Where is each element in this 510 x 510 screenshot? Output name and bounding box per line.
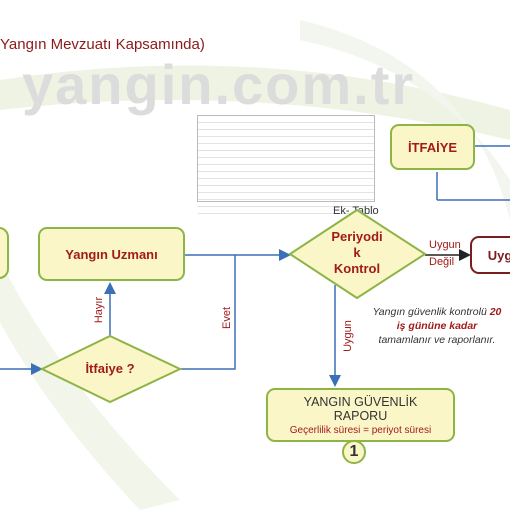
page-title: Yangın Mevzuatı Kapsamında) bbox=[0, 36, 205, 53]
note-bold: 20 iş gününe kadar bbox=[396, 306, 502, 332]
periyodik-label: Periyodi k Kontrol bbox=[312, 229, 402, 277]
yangin-guvenlik-raporu-box: YANGIN GÜVENLİK RAPORU Geçerlilik süresi… bbox=[266, 388, 455, 442]
periyodik-diamond bbox=[288, 208, 427, 300]
periyodik-line2: k bbox=[353, 245, 361, 260]
edge-label-hayir: Hayır bbox=[93, 296, 106, 324]
uygun-box-label: Uyg bbox=[487, 247, 510, 263]
rapor-title-line1: YANGIN GÜVENLİK bbox=[303, 394, 418, 409]
itfaiye-diamond bbox=[39, 334, 183, 404]
itfaiye-decision-label: İtfaiye ? bbox=[85, 361, 135, 376]
periyodik-line3: Kontrol bbox=[333, 261, 381, 276]
itfaiye-box: İTFAİYE bbox=[390, 124, 475, 170]
edge-label-evet: Evet bbox=[221, 306, 234, 330]
edge-label-uygun-right: Uygun bbox=[429, 239, 461, 251]
uygun-box: Uyg bbox=[470, 236, 510, 274]
left-partial-box bbox=[0, 227, 9, 279]
note-suffix: tamamlanır ve raporlanır. bbox=[378, 334, 496, 346]
yangin-uzmani-label: Yangın Uzmanı bbox=[65, 246, 158, 262]
rapor-subtitle: Geçerlilik süresi = periyot süresi bbox=[289, 424, 432, 436]
process-note: Yangın güvenlik kontrolü 20 iş gününe ka… bbox=[372, 305, 502, 347]
edge-label-uygun-down: Uygun bbox=[341, 320, 354, 352]
rapor-title-line2: RAPORU bbox=[333, 408, 388, 423]
edge-label-degil: Değil bbox=[429, 256, 455, 268]
yangin-uzmani-box: Yangın Uzmanı bbox=[38, 227, 185, 281]
arrow-evet bbox=[180, 255, 236, 370]
watermark: yangin.com.tr bbox=[22, 53, 416, 116]
ek-table-thumbnail bbox=[197, 115, 375, 214]
periyodik-line1: Periyodi bbox=[331, 229, 383, 244]
note-prefix: Yangın güvenlik kontrolü bbox=[372, 306, 490, 318]
itfaiye-label: İTFAİYE bbox=[407, 139, 458, 155]
step-number-badge: 1 bbox=[342, 440, 366, 464]
